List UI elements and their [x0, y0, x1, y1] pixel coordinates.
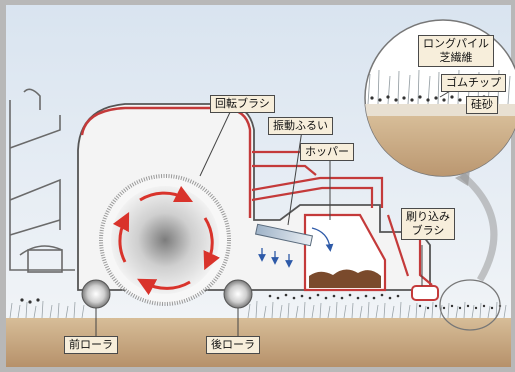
duct-lines — [251, 150, 433, 286]
vibrating-screen-label: 振動ふるい — [268, 117, 333, 135]
rear-roller — [223, 279, 253, 309]
brush-in-unit — [411, 285, 439, 301]
hopper-contents — [309, 269, 381, 288]
brush-in-label-line1: 刷り込み — [406, 210, 450, 223]
rotary-brush-label: 回転ブラシ — [210, 95, 275, 113]
turf-fibers — [9, 300, 507, 319]
brush-in-label: 刷り込み ブラシ — [401, 208, 455, 240]
long-pile-label-line1: ロングパイル — [423, 37, 489, 50]
zoom-source — [439, 279, 501, 331]
rear-roller-label: 後ローラ — [206, 336, 260, 354]
rubber-chip-layer — [20, 293, 502, 310]
front-roller-label: 前ローラ — [64, 336, 118, 354]
machine-rear-frame — [9, 88, 75, 273]
rubber-chip-label: ゴムチップ — [441, 74, 506, 92]
long-pile-label-line2: 芝繊維 — [439, 51, 473, 64]
brush-in-label-line2: ブラシ — [411, 224, 445, 237]
hopper-label: ホッパー — [300, 143, 354, 161]
silica-sand-label: 硅砂 — [466, 96, 498, 114]
rotary-brush — [99, 174, 231, 306]
front-roller — [81, 279, 111, 309]
long-pile-label: ロングパイル 芝繊維 — [418, 35, 494, 67]
zoom-arrow — [459, 172, 498, 282]
vibrating-screen — [254, 223, 334, 268]
